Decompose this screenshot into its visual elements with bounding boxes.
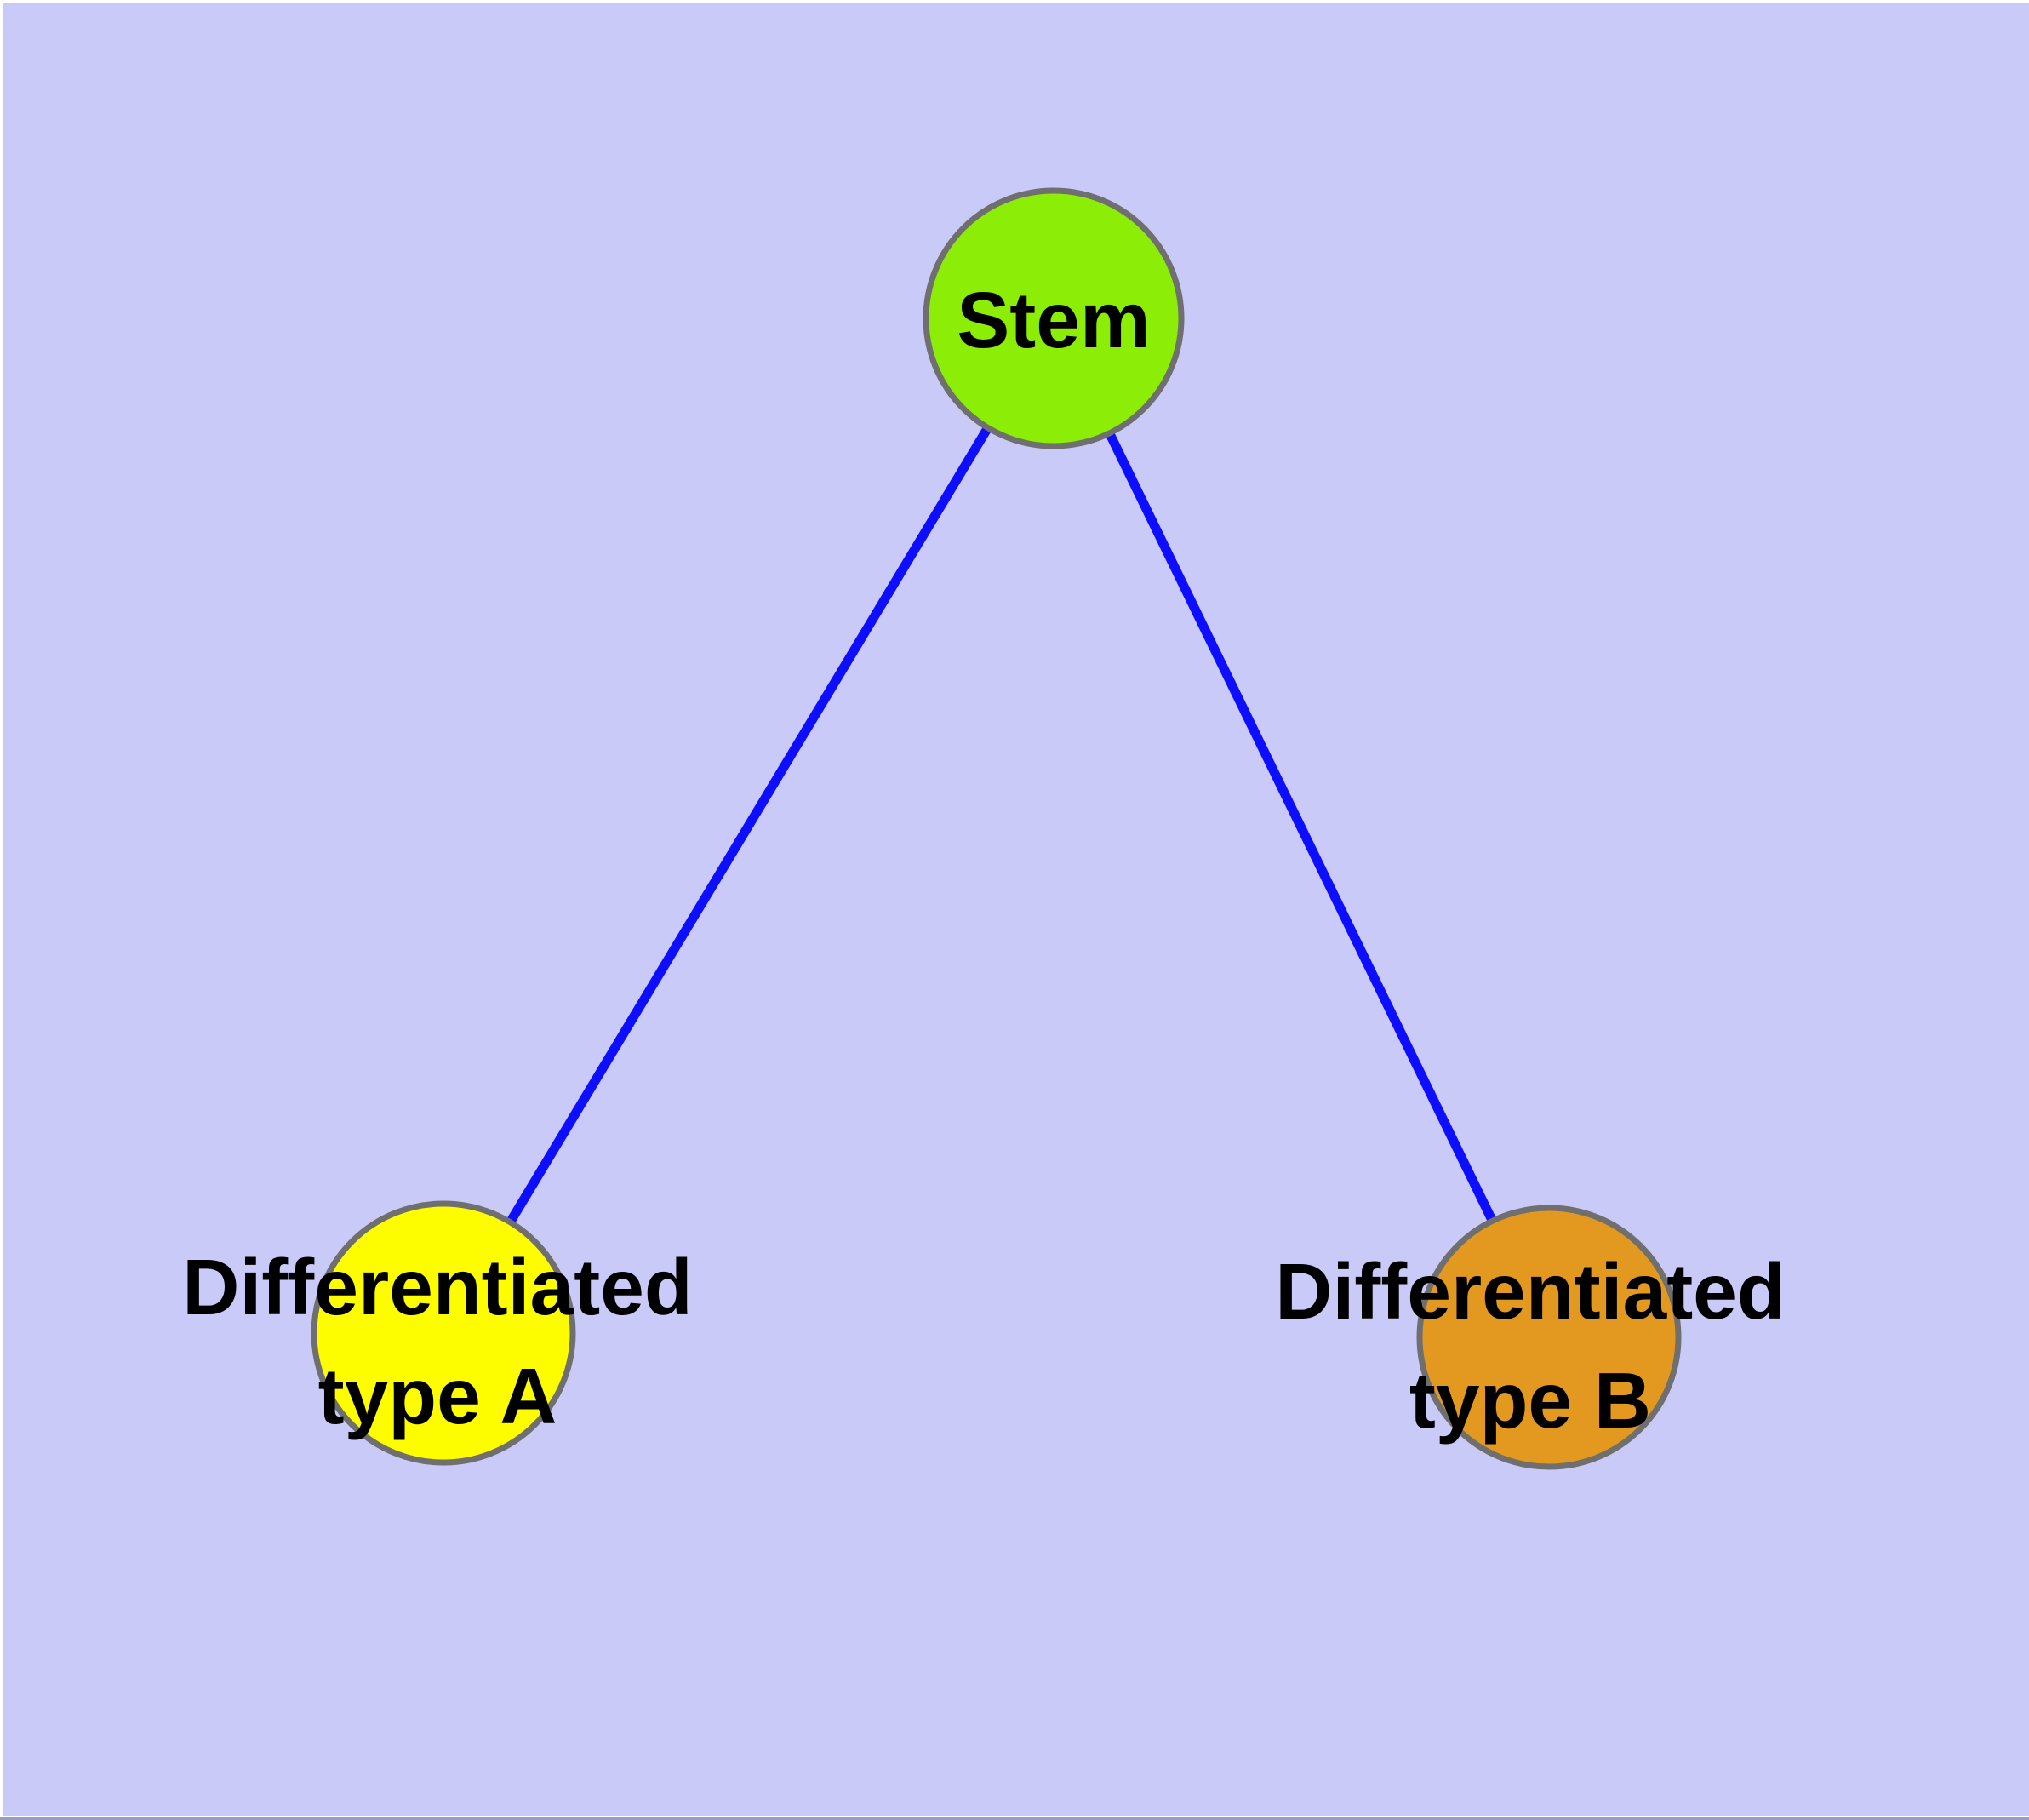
- edge-stem-to-type-a: [439, 316, 1058, 1336]
- edge-stem-to-type-b: [1049, 316, 1553, 1340]
- node-type-b-circle: [1416, 1205, 1682, 1470]
- node-stem-label: Stem: [957, 276, 1150, 364]
- node-stem-circle: [923, 187, 1185, 449]
- node-type-b-label-line1: Differentiated: [1275, 1247, 1785, 1336]
- canvas-bottom-strip: [0, 1817, 2029, 1820]
- node-type-a-label-line2: type A: [318, 1352, 557, 1440]
- node-type-b-label-line2: type B: [1409, 1356, 1651, 1445]
- node-type-a-label-line1: Differentiated: [182, 1243, 692, 1331]
- node-type-a-circle: [311, 1200, 576, 1466]
